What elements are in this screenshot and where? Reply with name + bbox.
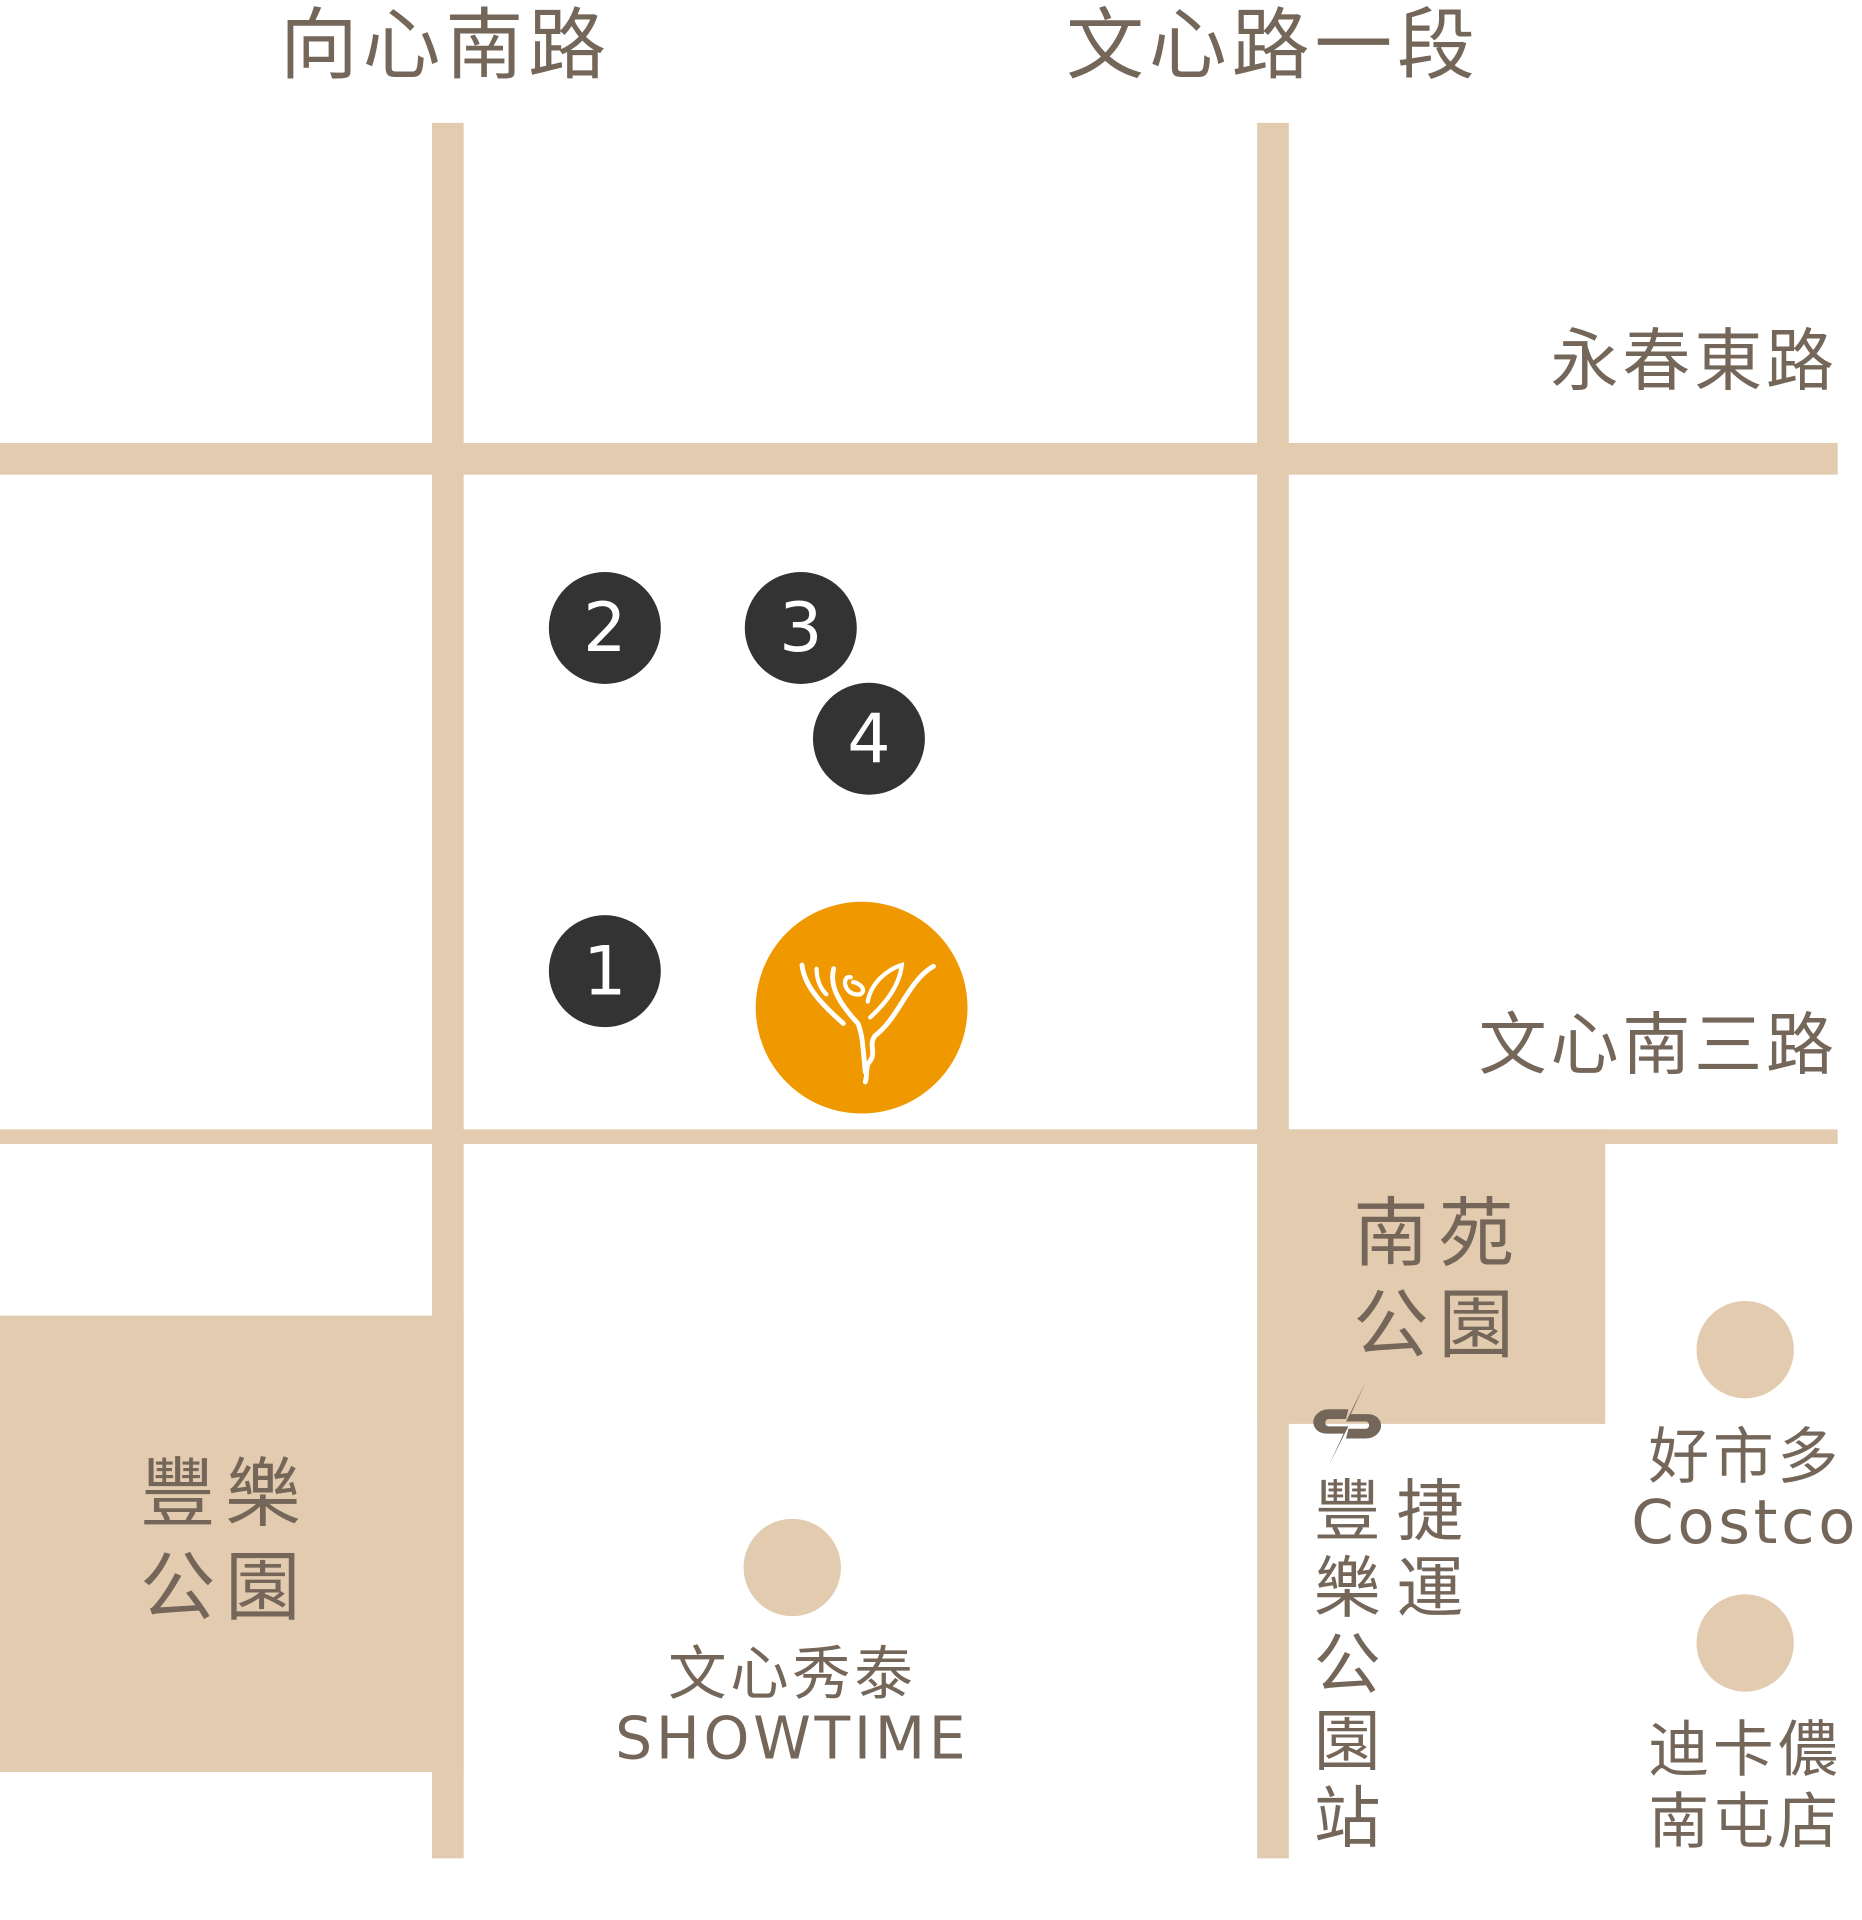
label-decathlon-2: 南屯店	[1648, 1786, 1842, 1858]
label-decathlon-1: 迪卡儂	[1648, 1714, 1842, 1786]
label-yongchun-east: 永春東路	[1550, 322, 1838, 402]
poi-decathlon[interactable]	[1696, 1594, 1794, 1692]
brand-logo-icon	[799, 962, 936, 1085]
label-fengle-park-1: 豐樂	[139, 1449, 311, 1539]
poi-costco[interactable]	[1696, 1300, 1794, 1399]
road-yongchun-east	[0, 442, 1838, 475]
mrt-char: 運	[1396, 1549, 1464, 1628]
label-costco-zh: 好市多	[1648, 1421, 1842, 1493]
road-wenxin-sec1	[1257, 122, 1289, 1859]
marker-1[interactable]: 1	[548, 915, 661, 1028]
mrt-char: 園	[1313, 1702, 1381, 1781]
mrt-char: 站	[1313, 1779, 1381, 1858]
label-showtime-zh: 文心秀泰	[668, 1640, 917, 1709]
marker-4[interactable]: 4	[812, 682, 925, 795]
label-wenxin-sec1: 文心路一段	[1066, 1, 1480, 92]
mrt-char: 捷	[1396, 1472, 1464, 1551]
label-wenxin-south3: 文心南三路	[1478, 1006, 1838, 1086]
label-nanyuan-park-2: 公園	[1353, 1280, 1524, 1370]
label-mrt-col1: 豐 樂 公 園 站	[1313, 1472, 1381, 1858]
marker-3[interactable]: 3	[744, 571, 857, 684]
label-xiangxin-south: 向心南路	[279, 1, 611, 92]
label-nanyuan-park-1: 南苑	[1353, 1189, 1524, 1278]
mrt-char: 公	[1313, 1625, 1381, 1704]
mrt-char: 豐	[1313, 1472, 1381, 1551]
mrt-char: 樂	[1313, 1549, 1381, 1628]
poi-showtime[interactable]	[743, 1518, 841, 1617]
brand-logo-marker[interactable]	[755, 901, 968, 1114]
park-nanyuan	[1257, 1129, 1606, 1424]
park-fengle	[0, 1315, 464, 1772]
label-mrt-col2: 捷 運	[1396, 1472, 1464, 1628]
label-showtime-en: SHOWTIME	[615, 1705, 970, 1774]
label-fengle-park-2: 公園	[139, 1543, 311, 1632]
label-costco-en: Costco	[1631, 1487, 1860, 1558]
marker-2[interactable]: 2	[548, 571, 661, 684]
metro-icon	[1313, 1382, 1382, 1466]
